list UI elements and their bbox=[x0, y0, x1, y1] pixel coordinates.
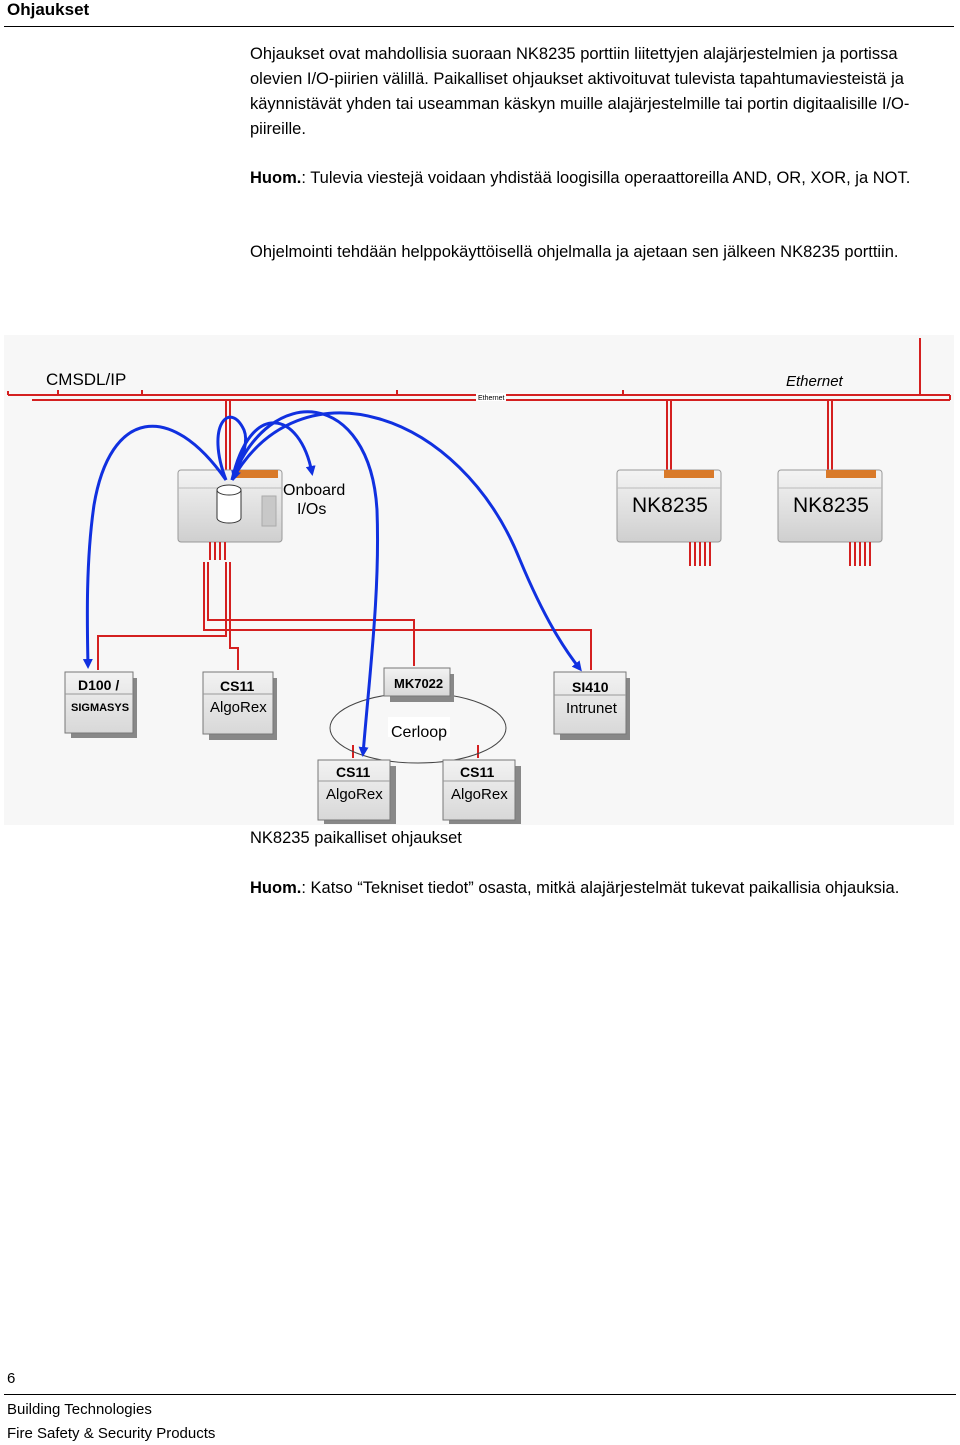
box-mk7022-title: MK7022 bbox=[394, 676, 443, 691]
box-cs11-c bbox=[442, 759, 521, 824]
box-d100-subtitle: SIGMASYS bbox=[71, 702, 129, 714]
ethernet-tag-bg bbox=[476, 393, 506, 401]
intro-paragraph: Ohjaukset ovat mahdollisia suoraan NK823… bbox=[250, 45, 910, 138]
title-divider bbox=[4, 26, 954, 27]
footer-division: Fire Safety & Security Products bbox=[7, 1425, 216, 1442]
box-si410-subtitle: Intrunet bbox=[566, 700, 618, 717]
programming-paragraph: Ohjelmointi tehdään helppokäyttöisellä o… bbox=[250, 243, 899, 261]
ethernet-small-label: Ethernet bbox=[478, 395, 505, 402]
figure-caption: NK8235 paikalliset ohjaukset bbox=[250, 829, 462, 847]
box-si410-title: SI410 bbox=[572, 679, 609, 695]
cerloop-label: Cerloop bbox=[391, 724, 447, 741]
box-cs11-a-title: CS11 bbox=[220, 678, 254, 694]
box-cs11-c-subtitle: AlgoRex bbox=[451, 786, 508, 803]
note-text: : Tulevia viestejä voidaan yhdistää loog… bbox=[301, 169, 911, 187]
gateway3-drops bbox=[849, 542, 871, 566]
page-number: 6 bbox=[7, 1370, 16, 1387]
gateway3-label: NK8235 bbox=[793, 494, 869, 517]
note2-label: Huom. bbox=[250, 879, 302, 897]
control-arrows bbox=[82, 410, 582, 757]
box-cs11-c-title: CS11 bbox=[460, 764, 494, 780]
footer-company: Building Technologies bbox=[7, 1401, 152, 1418]
box-mk7022 bbox=[383, 667, 454, 702]
onboard-io-icon bbox=[216, 484, 242, 524]
box-cs11-a-subtitle: AlgoRex bbox=[210, 699, 267, 716]
box-d100 bbox=[64, 671, 137, 738]
diagram-background bbox=[4, 335, 954, 825]
onboard-label: Onboard bbox=[283, 482, 345, 499]
cerloop-label-bg bbox=[388, 717, 450, 737]
ios-label: I/Os bbox=[297, 501, 326, 518]
box-cs11-b-subtitle: AlgoRex bbox=[326, 786, 383, 803]
box-d100-title: D100 / bbox=[78, 677, 119, 693]
gateway2-drops bbox=[689, 542, 711, 566]
box-cs11-b-title: CS11 bbox=[336, 764, 370, 780]
gateway2-label: NK8235 bbox=[632, 494, 708, 517]
gateway-device-2 bbox=[616, 469, 722, 543]
box-si410 bbox=[553, 671, 630, 740]
gateway-device-3 bbox=[777, 469, 883, 543]
box-cs11-a bbox=[202, 671, 277, 740]
footer-divider bbox=[4, 1394, 956, 1395]
ethernet-label: Ethernet bbox=[786, 373, 844, 390]
note-paragraph: Huom.: Tulevia viestejä voidaan yhdistää… bbox=[250, 166, 950, 191]
note-label: Huom. bbox=[250, 169, 302, 187]
bus-drops bbox=[225, 400, 833, 470]
section-title: Ohjaukset bbox=[7, 0, 90, 19]
gateway1-drops bbox=[209, 542, 226, 560]
subsystem-links bbox=[97, 562, 592, 758]
cmsdl-label: CMSDL/IP bbox=[46, 370, 126, 389]
system-diagram: CMSDL/IP Ethernet Ethernet Onboard I/Os … bbox=[4, 335, 954, 825]
note2-paragraph: Huom.: Katso “Tekniset tiedot” osasta, m… bbox=[250, 876, 950, 901]
box-cs11-b bbox=[317, 759, 396, 824]
note2-text: : Katso “Tekniset tiedot” osasta, mitkä … bbox=[301, 879, 900, 897]
